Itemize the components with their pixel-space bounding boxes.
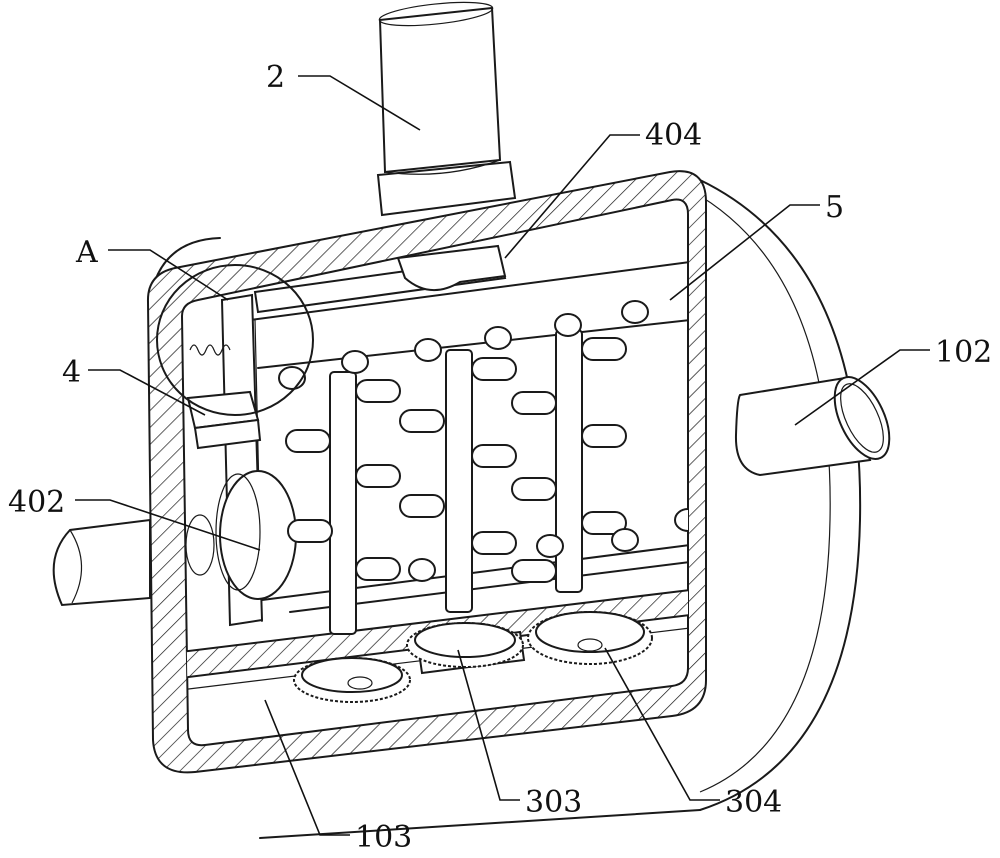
outlet-pipe-102 xyxy=(734,376,891,477)
left-shaft xyxy=(52,518,151,607)
label-5: 5 xyxy=(825,190,844,225)
label-303: 303 xyxy=(525,785,582,820)
housing-interior xyxy=(182,244,688,703)
label-103: 103 xyxy=(355,820,412,855)
label-404: 404 xyxy=(645,118,702,153)
part-labels: 2 404 A 5 4 102 402 103 303 304 xyxy=(8,60,992,855)
detail-circle-a xyxy=(156,264,314,416)
stirring-rods xyxy=(285,329,627,635)
label-102: 102 xyxy=(935,335,992,370)
label-2: 2 xyxy=(266,60,285,95)
track-holes xyxy=(278,300,688,582)
housing-wall xyxy=(146,170,707,774)
label-402: 402 xyxy=(8,485,65,520)
label-4: 4 xyxy=(62,355,81,390)
label-a: A xyxy=(75,235,98,270)
leader-lines xyxy=(75,75,930,836)
inlet-pipe-2 xyxy=(376,1,517,217)
label-304: 304 xyxy=(725,785,782,820)
gear-train xyxy=(293,611,653,703)
